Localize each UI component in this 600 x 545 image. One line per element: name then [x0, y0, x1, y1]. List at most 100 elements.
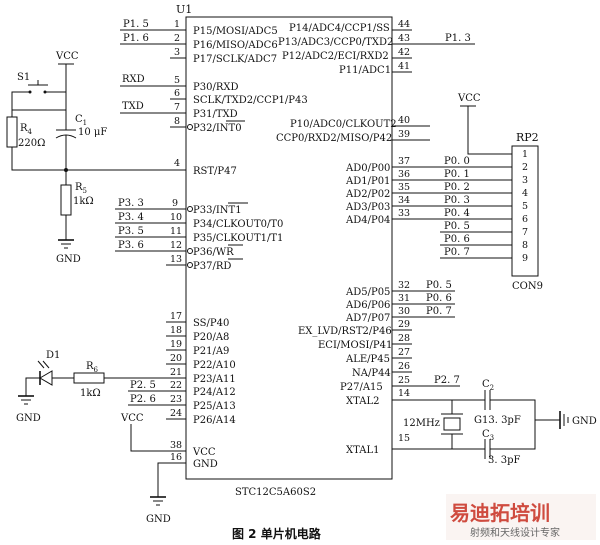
pin-num: 17: [170, 311, 182, 322]
pin-num: 39: [398, 129, 410, 140]
pin-name: P12/ADC2/ECI/RXD2: [282, 51, 389, 62]
pin-name: VCC: [192, 447, 216, 458]
pin-name: P11/ADC1: [339, 65, 391, 76]
net-label: P3. 3: [118, 198, 144, 209]
pin-name: AD7/P07: [345, 313, 390, 324]
net-label: RXD: [122, 74, 145, 85]
net-label: P3. 5: [118, 226, 144, 237]
pin-num: 33: [398, 208, 410, 219]
pin-num: 18: [170, 325, 182, 336]
pin-name: P14/ADC4/CCP1/SS: [289, 23, 390, 34]
s1-label: S1: [17, 72, 30, 83]
gnd-label: GND: [16, 413, 41, 424]
pin-name: AD4/P04: [345, 215, 390, 226]
pin-num: 9: [172, 198, 178, 209]
figure-caption: 图 2 单片机电路: [232, 526, 322, 541]
net-label: P2. 6: [130, 394, 156, 405]
pin-name: EX_LVD/RST2/P46: [298, 326, 392, 337]
pin-name: P35/CLKOUT1/T1: [193, 233, 283, 244]
pin-name: P31/TXD: [193, 109, 238, 120]
pin-num: 27: [398, 347, 410, 358]
chip-part: STC12C5A60S2: [235, 487, 316, 498]
pin-num: 25: [398, 375, 410, 386]
pin-num: 35: [398, 182, 410, 193]
watermark-title: 易迪拓培训: [450, 501, 550, 525]
pin-num: 4: [174, 158, 180, 169]
pin-num: 21: [170, 367, 182, 378]
d1-label: D1: [46, 350, 60, 361]
connector-pin: 4: [522, 188, 528, 199]
pin-name: XTAL2: [346, 396, 379, 407]
r5-value: 1kΩ: [73, 196, 94, 207]
pin-num: 43: [398, 33, 410, 44]
pin-num: 28: [398, 333, 410, 344]
connector-pin: 7: [522, 227, 528, 238]
pin-name: P22/A10: [193, 360, 236, 371]
pin-num: 2: [174, 33, 180, 44]
net-label: P2. 7: [434, 375, 460, 386]
pin-name: P27/A15: [340, 382, 383, 393]
pin-name: AD2/P02: [345, 189, 390, 200]
net-label: P3. 6: [118, 240, 144, 251]
net-label: P1. 6: [123, 33, 149, 44]
connector-pin: 8: [522, 240, 528, 251]
connector-pin: 5: [522, 201, 528, 212]
pin-name: P25/A13: [193, 401, 236, 412]
led-circuit: D1 R6 1kΩ GND: [16, 350, 117, 424]
pin-num: 19: [170, 339, 182, 350]
net-label: P0. 4: [444, 208, 470, 219]
pin-name: P24/A12: [193, 387, 236, 398]
connector-pin: 2: [522, 162, 528, 173]
pin-name: P33/INT1: [193, 205, 242, 216]
pin-name: P26/A14: [193, 415, 236, 426]
c3-label: C3: [482, 429, 494, 442]
pin-name: AD3/P03: [345, 202, 390, 213]
left-pins: 1 P15/MOSI/ADC5 P1. 5 2 P16/MISO/ADC6 P1…: [66, 19, 308, 525]
pin-name: AD0/P00: [345, 163, 390, 174]
crystal-label: 12MHz: [403, 418, 440, 429]
connector-pin: 3: [522, 175, 528, 186]
pin-name: P16/MISO/ADC6: [193, 40, 278, 51]
pin-num: 11: [170, 226, 182, 237]
net-label: P0. 3: [444, 195, 470, 206]
watermark-subtitle: 射频和天线设计专家: [470, 526, 560, 539]
gnd-label: GND: [572, 416, 597, 427]
pin-num: 23: [170, 394, 182, 405]
pin-num: 44: [398, 19, 410, 30]
net-label: P0. 2: [444, 182, 470, 193]
pin-name: P36/WR: [193, 247, 234, 258]
watermark: 易迪拓培训 射频和天线设计专家: [446, 494, 596, 540]
pin-name: ALE/P45: [345, 354, 390, 365]
net-label: P0. 7: [444, 247, 470, 258]
pin-name: RST/P47: [193, 166, 237, 177]
pin-num: 24: [170, 408, 182, 419]
pin-num: 38: [170, 440, 182, 451]
chip-ref: U1: [176, 3, 192, 16]
net-label: P2. 5: [130, 380, 156, 391]
connector-part: CON9: [512, 281, 543, 292]
c1-value: 10 μF: [78, 127, 107, 138]
connector-pin: 1: [522, 149, 528, 160]
crystal-circuit: 12MHz C2 G13. 3pF C3 3. 3pF GND: [392, 379, 597, 466]
c3-value: 3. 3pF: [488, 455, 520, 466]
chip-body: [185, 16, 393, 480]
pin-name: P15/MOSI/ADC5: [193, 26, 278, 37]
pin-num: 13: [170, 254, 182, 265]
pin-num: 20: [170, 353, 182, 364]
pin-name: P37/RD: [193, 261, 231, 272]
r6-label: R6: [86, 361, 99, 374]
c1-label: C1: [75, 114, 87, 127]
pin-name: NA/P44: [352, 368, 391, 379]
pin-name: P32/INT0: [193, 123, 242, 134]
net-label: P0. 0: [444, 156, 470, 167]
r5-label: R5: [75, 182, 87, 195]
pin-num: 34: [398, 195, 410, 206]
pin-num: 5: [174, 75, 180, 86]
vcc-label: VCC: [120, 413, 144, 424]
net-label: P0. 7: [426, 306, 452, 317]
pin-num: 37: [398, 156, 410, 167]
gnd-label: GND: [56, 254, 81, 265]
net-label: P0. 1: [444, 169, 470, 180]
pin-num: 31: [398, 293, 410, 304]
pin-name: AD1/P01: [345, 176, 390, 187]
